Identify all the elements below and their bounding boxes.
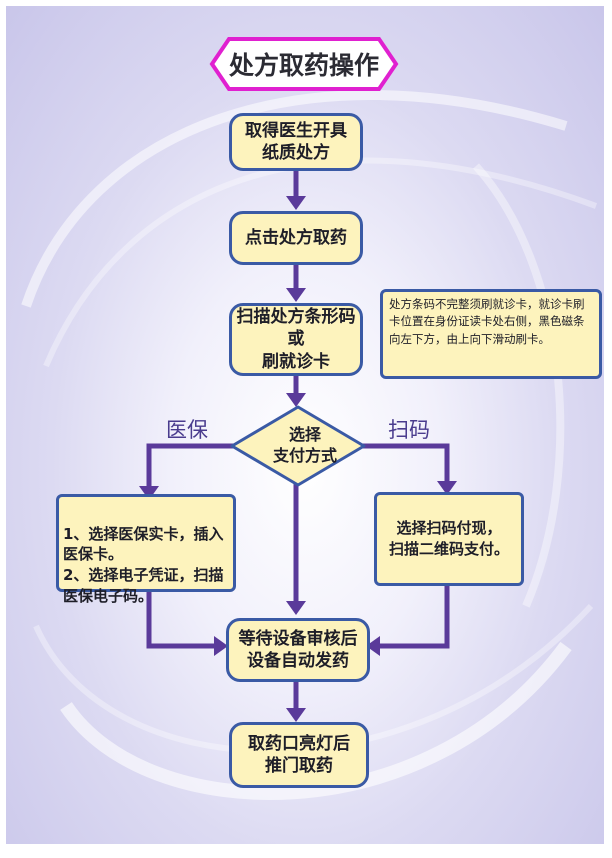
arrow-right-to-wait — [376, 586, 450, 649]
step-wait-dispense: 等待设备审核后 设备自动发药 — [226, 618, 370, 682]
insurance-payment-text: 1、选择医保实卡，插入医保卡。 2、选择电子凭证，扫描医保电子码。 — [63, 524, 224, 605]
step-scan-or-swipe: 扫描处方条形码 或 刷就诊卡 — [229, 303, 363, 376]
payment-decision-diamond — [230, 405, 366, 487]
flowchart-poster: 处方取药操作 取得医生开具 纸质处方 点击处方取药 扫描处方条形码 或 刷就诊卡… — [6, 6, 604, 844]
step-click-prescription: 点击处方取药 — [229, 211, 363, 265]
step-wait-dispense-label: 等待设备审核后 设备自动发药 — [238, 628, 358, 671]
arrow-left-to-wait — [146, 592, 218, 649]
page-title: 处方取药操作 — [228, 51, 379, 80]
title-banner — [209, 37, 399, 91]
step-pickup: 取药口亮灯后 推门取药 — [229, 722, 369, 788]
step-scan-or-swipe-label: 扫描处方条形码 或 刷就诊卡 — [236, 306, 356, 372]
branch-label-scan: 扫码 — [388, 418, 430, 442]
arrow-decision-to-left — [146, 443, 238, 491]
flow-arrows — [139, 166, 457, 722]
step-pickup-label: 取药口亮灯后 推门取药 — [248, 733, 350, 776]
step-click-prescription-label: 点击处方取药 — [245, 227, 347, 248]
step-get-prescription-label: 取得医生开具 纸质处方 — [245, 120, 347, 163]
scan-payment-text: 选择扫码付现， 扫描二维码支付。 — [388, 519, 509, 558]
swipe-card-note: 处方条码不完整须刷就诊卡，就诊卡刷卡位置在身份证读卡处右侧，黑色磁条向左下方，由… — [380, 289, 602, 379]
branch-label-insurance: 医保 — [166, 418, 208, 442]
arrow-decision-to-right — [358, 443, 450, 486]
insurance-payment-box: 1、选择医保实卡，插入医保卡。 2、选择电子凭证，扫描医保电子码。 — [56, 494, 236, 605]
payment-decision-label: 选择 支付方式 — [272, 425, 337, 465]
swipe-card-note-text: 处方条码不完整须刷就诊卡，就诊卡刷卡位置在身份证读卡处右侧，黑色磁条向左下方，由… — [389, 297, 585, 346]
scan-payment-box: 选择扫码付现， 扫描二维码支付。 — [374, 492, 524, 586]
step-get-prescription: 取得医生开具 纸质处方 — [229, 113, 363, 171]
